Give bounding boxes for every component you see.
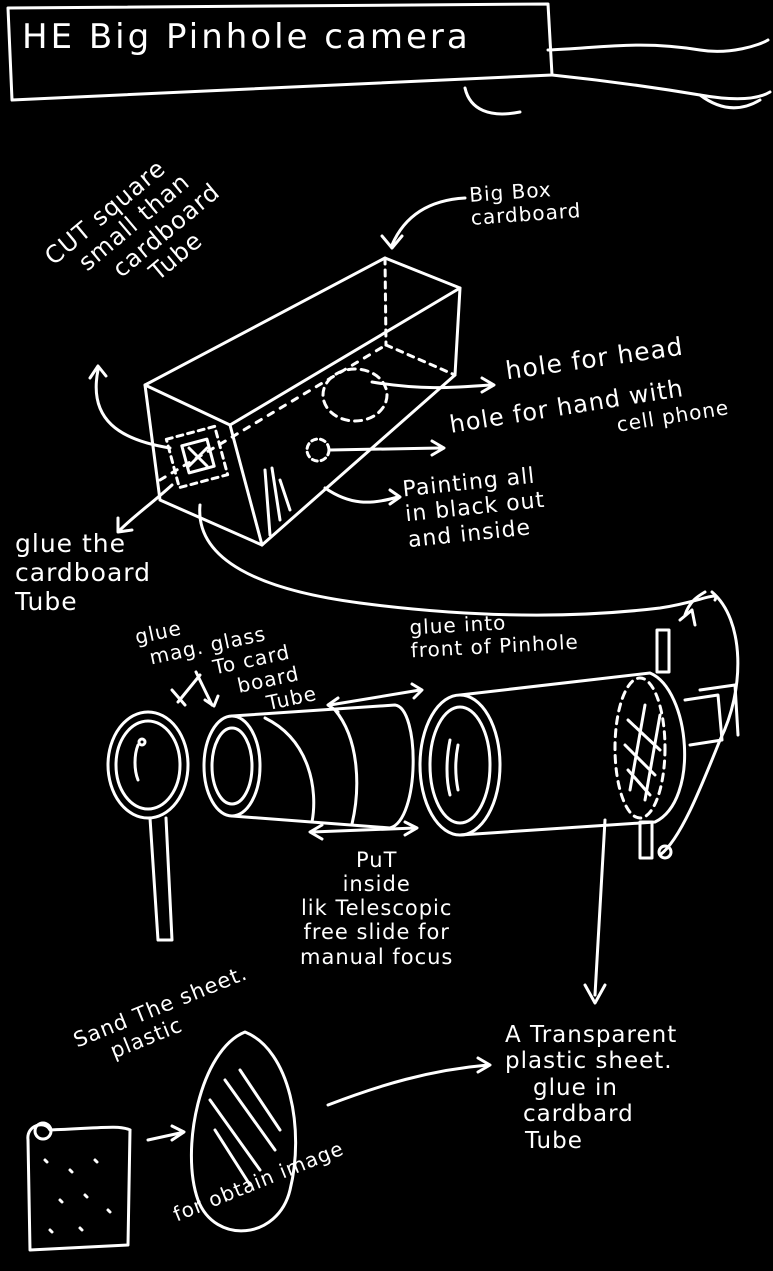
label-line: A Transparent	[505, 1022, 677, 1048]
label-line: manual focus	[300, 945, 453, 969]
label-glue-front: glue into front of Pinhole	[409, 608, 579, 663]
label-glue-tube: glue the cardboard Tube	[15, 530, 151, 616]
label-painting: Painting all in black out and inside	[401, 463, 549, 553]
label-line: plastic sheet.	[505, 1048, 677, 1074]
label-line: PuT	[300, 848, 453, 872]
page-title: HE Big Pinhole camera	[22, 18, 471, 57]
sheet-arrow	[595, 820, 605, 995]
label-line: cardboard	[15, 559, 151, 588]
magnifying-glass	[108, 712, 188, 940]
pinhole-tube	[420, 630, 738, 858]
transparent-arrow	[328, 1065, 488, 1105]
label-big-box: Big Box cardboard	[469, 176, 583, 230]
label-put-inside: PuT inside lik Telescopic free slide for…	[300, 848, 453, 969]
slide-arrow-top	[330, 690, 420, 705]
label-transparent-sheet: A Transparent plastic sheet. glue in car…	[505, 1022, 677, 1154]
label-line: free slide for	[300, 920, 453, 944]
label-line: Tube	[15, 588, 151, 617]
label-line: inside	[300, 872, 453, 896]
label-line: lik Telescopic	[300, 896, 453, 920]
label-line: Tube	[505, 1128, 677, 1154]
sliding-tube	[204, 705, 413, 828]
label-line: glue in	[505, 1075, 677, 1101]
label-line: glue the	[15, 530, 151, 559]
label-line: cardbard	[505, 1101, 677, 1127]
slide-arrow-bottom	[312, 828, 415, 832]
sandpaper	[28, 1123, 130, 1250]
